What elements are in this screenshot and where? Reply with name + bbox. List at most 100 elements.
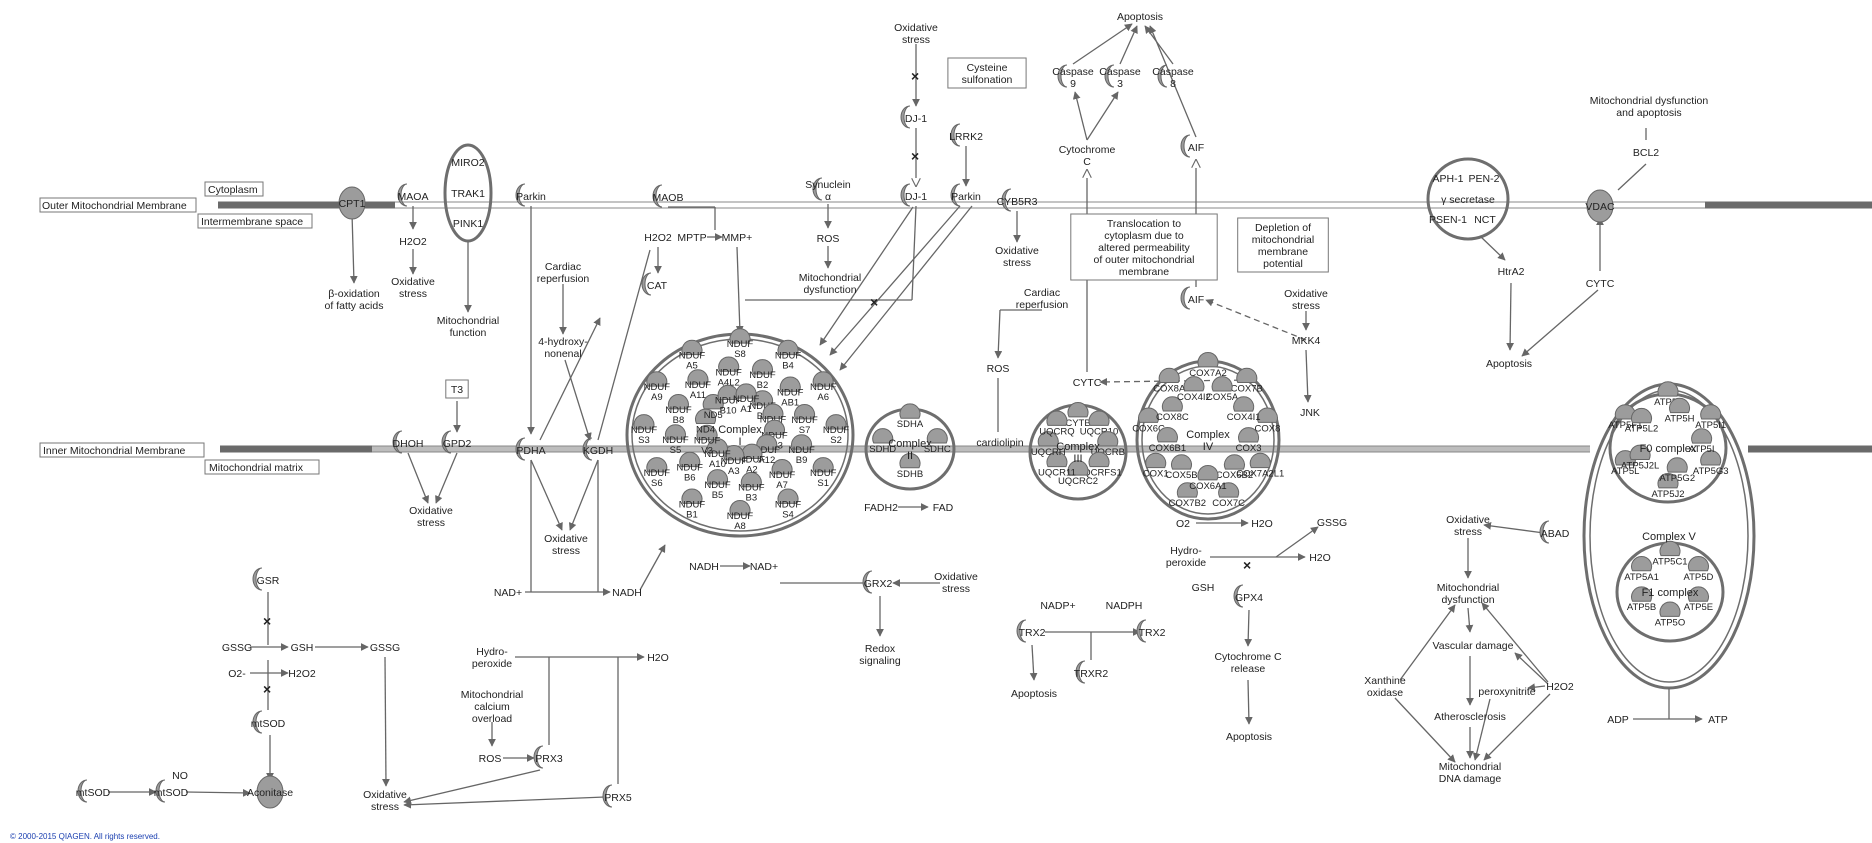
node-aph1[interactable]: APH-1 [1433,173,1464,185]
node-mitodys2[interactable]: Mitochondrial dysfunctionand apoptosis [1590,95,1709,119]
node-parkin1[interactable]: Parkin [516,184,546,206]
node-nadpp[interactable]: NADP+ [1040,600,1075,612]
node-prx3[interactable]: PRX3 [534,746,563,768]
node-oxst6[interactable]: Oxidativestress [934,571,978,595]
node-parkin2[interactable]: Parkin [951,184,981,206]
node-gsh1[interactable]: GSH [1192,582,1215,594]
node-apop_top[interactable]: Apoptosis [1117,11,1163,23]
node-gssg3[interactable]: GSSG [370,642,400,654]
node-gssg2[interactable]: GSSG [222,642,252,654]
node-lrrk2[interactable]: LRRK2 [949,124,983,146]
node-hydroper2[interactable]: Hydro-peroxide [472,646,512,670]
complex-member[interactable]: NDUFB6 [677,452,704,483]
node-o2m[interactable]: O2- [228,668,246,680]
node-mitodys3[interactable]: Mitochondrialdysfunction [1437,582,1499,606]
node-athero[interactable]: Atherosclerosis [1434,711,1506,723]
node-cardiolipin[interactable]: cardiolipin [976,437,1023,449]
node-trx2b[interactable]: TRX2 [1137,620,1166,642]
node-cardrep1[interactable]: Cardiacreperfusion [537,261,590,285]
node-xanth[interactable]: Xanthineoxidase [1364,675,1406,699]
node-depletion[interactable]: Depletion ofmitochondrialmembranepotenti… [1238,218,1329,272]
node-oxst3[interactable]: Oxidativestress [1284,288,1328,312]
node-h2o2c[interactable]: H2O2 [288,668,316,680]
node-pdha[interactable]: PDHA [516,438,546,460]
node-transloc[interactable]: Translocation tocytoplasm due toaltered … [1071,214,1217,280]
node-oxst2[interactable]: Oxidativestress [995,245,1039,269]
node-peroxy[interactable]: peroxynitrite [1478,686,1535,698]
node-o2a[interactable]: O2 [1176,518,1190,530]
complex-member[interactable]: ATP5O [1655,602,1685,628]
complex-member[interactable]: SDHA [897,404,924,430]
node-htra2[interactable]: HtrA2 [1498,266,1525,278]
node-betaox[interactable]: β-oxidationof fatty acids [325,288,384,312]
node-apop4[interactable]: Apoptosis [1486,358,1532,370]
node-mkk4[interactable]: MKK4 [1292,335,1321,347]
node-oxst8[interactable]: Oxidativestress [1446,514,1490,538]
node-oxst7[interactable]: Oxidativestress [363,789,407,813]
node-casp9[interactable]: Caspase9 [1052,65,1094,90]
node-nadp1[interactable]: NAD+ [494,587,522,599]
complex-member[interactable]: COX5B [1165,455,1197,481]
node-jnk[interactable]: JNK [1300,407,1320,419]
node-maob[interactable]: MAOB [653,185,684,207]
node-cytc2[interactable]: CYTC [1073,377,1102,389]
node-adp[interactable]: ADP [1607,714,1629,726]
node-nadh2[interactable]: NADH [689,561,719,573]
node-cat[interactable]: CAT [642,273,668,295]
node-mitofunc[interactable]: Mitochondrialfunction [437,315,499,339]
node-h2o2a[interactable]: H2O2 [399,236,427,248]
node-nct[interactable]: NCT [1474,214,1496,226]
node-mtsod3[interactable]: mtSOD [154,780,189,802]
node-trak1[interactable]: TRAK1 [451,188,485,200]
complex-member[interactable]: NDUFAB1 [777,377,804,408]
node-h2oa[interactable]: H2O [1251,518,1273,530]
complex-member[interactable]: NDUFS7 [791,405,818,436]
node-fad[interactable]: FAD [933,502,954,514]
complex-member[interactable]: ATP5G2 [1659,458,1695,484]
complex-member[interactable]: NDUFB8 [665,395,692,426]
node-ros1[interactable]: ROS [817,233,840,245]
node-h2o2b[interactable]: H2O2 [644,232,672,244]
node-gsr[interactable]: GSR [253,568,280,590]
complex-member[interactable]: NDUFA8 [727,500,754,531]
node-aconitase[interactable]: Aconitase [247,776,293,808]
node-h2ob[interactable]: H2O [1309,552,1331,564]
node-psen1[interactable]: PSEN-1 [1429,214,1467,226]
node-grx2[interactable]: GRX2 [863,571,892,593]
node-oxst_top[interactable]: Oxidativestress [894,22,938,46]
node-pink1[interactable]: PINK1 [453,218,484,230]
node-vdac[interactable]: VDAC [1585,190,1615,222]
node-dhoh[interactable]: DHOH [393,431,424,453]
node-kgdh[interactable]: KGDH [583,438,613,460]
node-redox[interactable]: Redoxsignaling [859,643,901,667]
node-abad[interactable]: ABAD [1540,521,1570,543]
node-dj1b[interactable]: DJ-1 [901,184,927,206]
node-aif2[interactable]: AIF [1181,287,1204,309]
node-trxr2[interactable]: TRXR2 [1074,661,1109,683]
node-no[interactable]: NO [172,770,188,782]
node-cytc1[interactable]: CytochromeC [1059,144,1116,168]
node-atp[interactable]: ATP [1708,714,1728,726]
node-gsh2[interactable]: GSH [291,642,314,654]
node-cpt1[interactable]: CPT1 [339,187,366,219]
node-apop2[interactable]: Apoptosis [1226,731,1272,743]
node-hne[interactable]: 4-hydroxy-nonenal [538,336,588,360]
node-gsec[interactable]: γ secretase [1441,194,1495,206]
node-nadph[interactable]: NADPH [1106,600,1143,612]
node-hydroper1[interactable]: Hydro-peroxide [1166,545,1206,569]
node-mptp[interactable]: MPTP [677,232,706,244]
node-mmp[interactable]: MMP+ [722,232,753,244]
node-h2oc[interactable]: H2O [647,652,669,664]
complex-member[interactable]: COX7A2 [1189,352,1227,378]
node-pen2[interactable]: PEN-2 [1469,173,1500,185]
node-mitocalc[interactable]: Mitochondrialcalciumoverload [461,689,523,725]
node-apop3[interactable]: Apoptosis [1011,688,1057,700]
node-h2o2d[interactable]: H2O2 [1546,681,1574,693]
node-mtsod2[interactable]: mtSOD [76,780,111,802]
